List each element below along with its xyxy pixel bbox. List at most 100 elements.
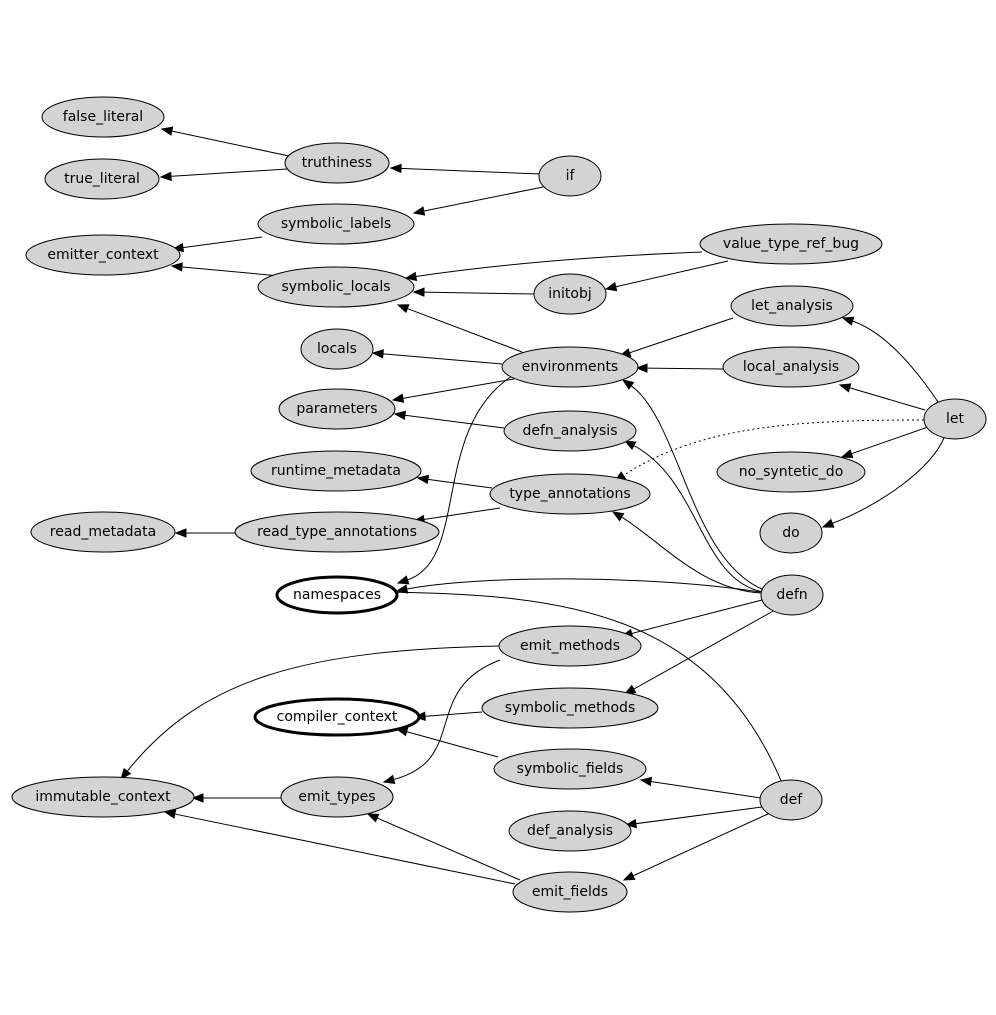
edge-line [614,260,729,288]
edge-defn-to-defn_analysis [623,440,764,593]
arrowhead [624,818,638,829]
node-true_literal: true_literal [44,158,160,200]
edge-defn-to-namespaces [395,578,761,594]
node-label: compiler_context [277,709,398,725]
node-ellipse [501,346,639,388]
arrowhead [840,449,854,459]
edge-line [170,130,290,157]
node-symbolic_locals: symbolic_locals [257,266,415,308]
node-label: emit_types [298,789,375,805]
node-ellipse [759,512,823,554]
node-ellipse [280,776,394,818]
node-label: emit_fields [532,884,608,900]
node-label: locals [317,341,357,357]
arrowhead [412,287,425,297]
node-label: initobj [548,286,591,302]
edge-emit_types-to-immutable_context [191,793,281,803]
node-no_syntetic_do: no_syntetic_do [716,451,866,493]
node-emit_methods: emit_methods [498,625,642,667]
node-emit_types: emit_types [280,776,394,818]
node-environments: environments [501,346,639,388]
edge-let-to-do [821,437,945,528]
arrowhead [174,528,187,538]
node-symbolic_fields: symbolic_fields [493,748,647,790]
node-defn_analysis: defn_analysis [503,410,637,452]
edge-line [850,426,929,455]
node-ellipse [257,266,415,308]
node-ellipse [730,285,854,327]
edge-line [173,813,516,885]
node-ellipse [481,687,659,729]
node-compiler_context: compiler_context [253,697,421,737]
node-runtime_metadata: runtime_metadata [250,450,422,492]
node-ellipse [538,155,602,197]
edge-environments-to-namespaces [396,375,513,585]
arrowhead [389,163,402,174]
node-ellipse [493,748,647,790]
node-immutable_context: immutable_context [11,776,195,818]
edge-line [848,387,926,411]
edge-defn_analysis-to-parameters [393,410,505,429]
edge-emit_methods-to-immutable_context [120,645,501,781]
arrowhead [623,440,637,451]
node-label: defn [776,587,807,603]
edge-line [628,317,734,354]
arrowhead [393,410,407,421]
edge-line [392,659,501,781]
edge-truthiness-to-false_literal [160,126,290,157]
node-ellipse [508,810,632,852]
edge-type_annotations-to-read_type_annotations [412,507,501,525]
arrowhead [371,349,384,359]
node-ellipse [498,625,642,667]
node-label: truthiness [302,155,372,171]
node-label: runtime_metadata [271,463,401,479]
edge-line [634,806,763,825]
edge-if-to-truthiness [389,163,541,175]
node-parameters: parameters [278,388,396,430]
edge-line [630,599,763,635]
node-label: immutable_context [35,789,171,805]
edge-symbolic_locals-to-emitter_context [170,262,281,277]
arrowhead [838,383,852,393]
node-ellipse [11,776,195,818]
node-local_analysis: local_analysis [722,346,860,388]
node-def: def [759,779,823,821]
node-label: namespaces [293,587,381,603]
node-ellipse [699,223,883,265]
node-truthiness: truthiness [284,142,390,184]
edge-line [414,251,703,278]
arrowhead [416,474,430,485]
arrowhead [159,171,172,182]
edge-line [392,591,783,784]
edge-line [401,378,515,399]
edge-line [381,353,503,365]
node-ellipse [257,203,415,245]
node-ellipse [759,779,823,821]
node-label: symbolic_fields [517,761,624,777]
edge-initobj-to-symbolic_locals [412,287,535,297]
edge-defn-to-type_annotations [611,511,763,594]
node-let_analysis: let_analysis [730,285,854,327]
node-ellipse [300,328,374,370]
edge-defn-to-environments [621,379,765,591]
edge-symbolic_fields-to-compiler_context [395,727,499,758]
arrowhead [396,304,410,314]
edge-line [126,645,501,773]
node-label: def_analysis [527,823,613,839]
edge-def-to-symbolic_fields [639,776,762,799]
edge-def-to-emit_fields [622,812,771,881]
node-read_metadata: read_metadata [30,511,176,553]
node-label: symbolic_methods [505,700,636,716]
node-def_analysis: def_analysis [508,810,632,852]
node-ellipse [275,575,399,615]
arrowhead [621,379,635,390]
node-layer: false_literaltrue_literaltruthinessifsym… [11,96,987,913]
node-do: do [759,512,823,554]
edge-if-to-symbolic_labels [412,186,544,216]
node-ellipse [722,346,860,388]
edge-value_type_ref_bug-to-symbolic_locals [404,251,703,282]
edge-emit_fields-to-emit_types [366,813,521,881]
arrowhead [396,575,410,585]
node-label: value_type_ref_bug [723,236,859,252]
